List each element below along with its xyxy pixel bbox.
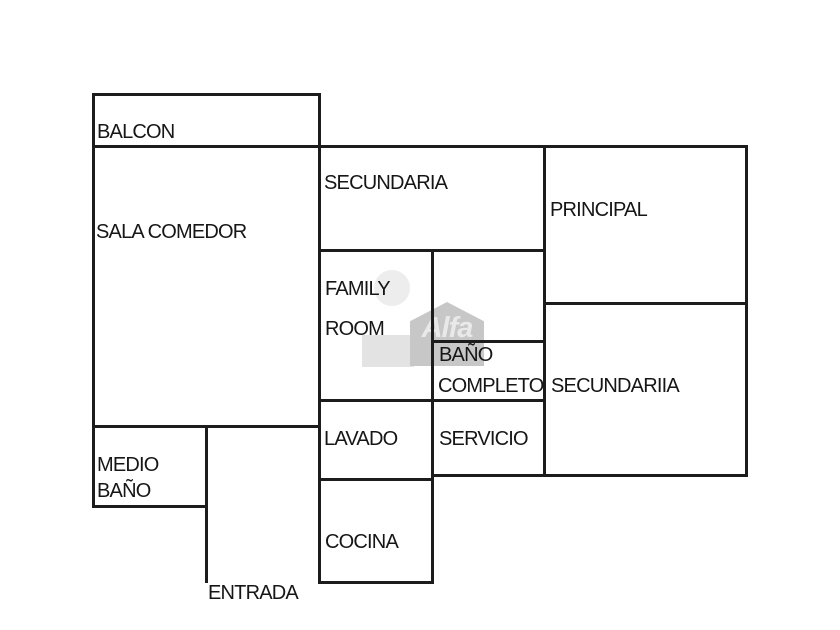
wall xyxy=(745,145,748,477)
room-label-secundariia: SECUNDARIIA xyxy=(551,375,680,397)
wall xyxy=(92,505,208,508)
wall xyxy=(318,249,546,252)
room-label-medio-bano-line1: MEDIO xyxy=(97,454,159,476)
wall xyxy=(92,145,748,148)
wall xyxy=(92,93,95,505)
room-label-principal: PRINCIPAL xyxy=(550,199,648,221)
watermark-circle xyxy=(374,270,410,306)
wall xyxy=(543,145,546,477)
wall xyxy=(431,474,748,477)
room-label-balcon: BALCON xyxy=(97,121,175,143)
room-label-secundaria: SECUNDARIA xyxy=(324,172,448,194)
room-label-servicio: SERVICIO xyxy=(439,428,529,450)
room-label-entrada: ENTRADA xyxy=(208,582,299,604)
room-label-family-room-line2: ROOM xyxy=(325,318,385,340)
wall xyxy=(543,302,748,305)
room-label-bano-completo-line1: BAÑO xyxy=(439,344,493,366)
wall xyxy=(205,425,208,583)
watermark-block xyxy=(362,335,414,367)
room-label-lavado: LAVADO xyxy=(324,428,398,450)
room-label-sala-comedor: SALA COMEDOR xyxy=(96,221,247,243)
room-label-medio-bano-line2: BAÑO xyxy=(97,480,151,502)
room-label-family-room-line1: FAMILY xyxy=(325,278,391,300)
wall xyxy=(318,581,434,584)
wall xyxy=(431,249,434,583)
room-label-bano-completo-line2: COMPLETO xyxy=(438,375,544,397)
wall xyxy=(318,93,321,583)
wall xyxy=(92,93,321,96)
room-label-cocina: COCINA xyxy=(325,531,399,553)
watermark-logo-text: Alfa xyxy=(421,312,474,344)
wall xyxy=(318,399,546,402)
wall xyxy=(431,340,546,343)
wall xyxy=(318,478,434,481)
wall xyxy=(92,425,321,428)
